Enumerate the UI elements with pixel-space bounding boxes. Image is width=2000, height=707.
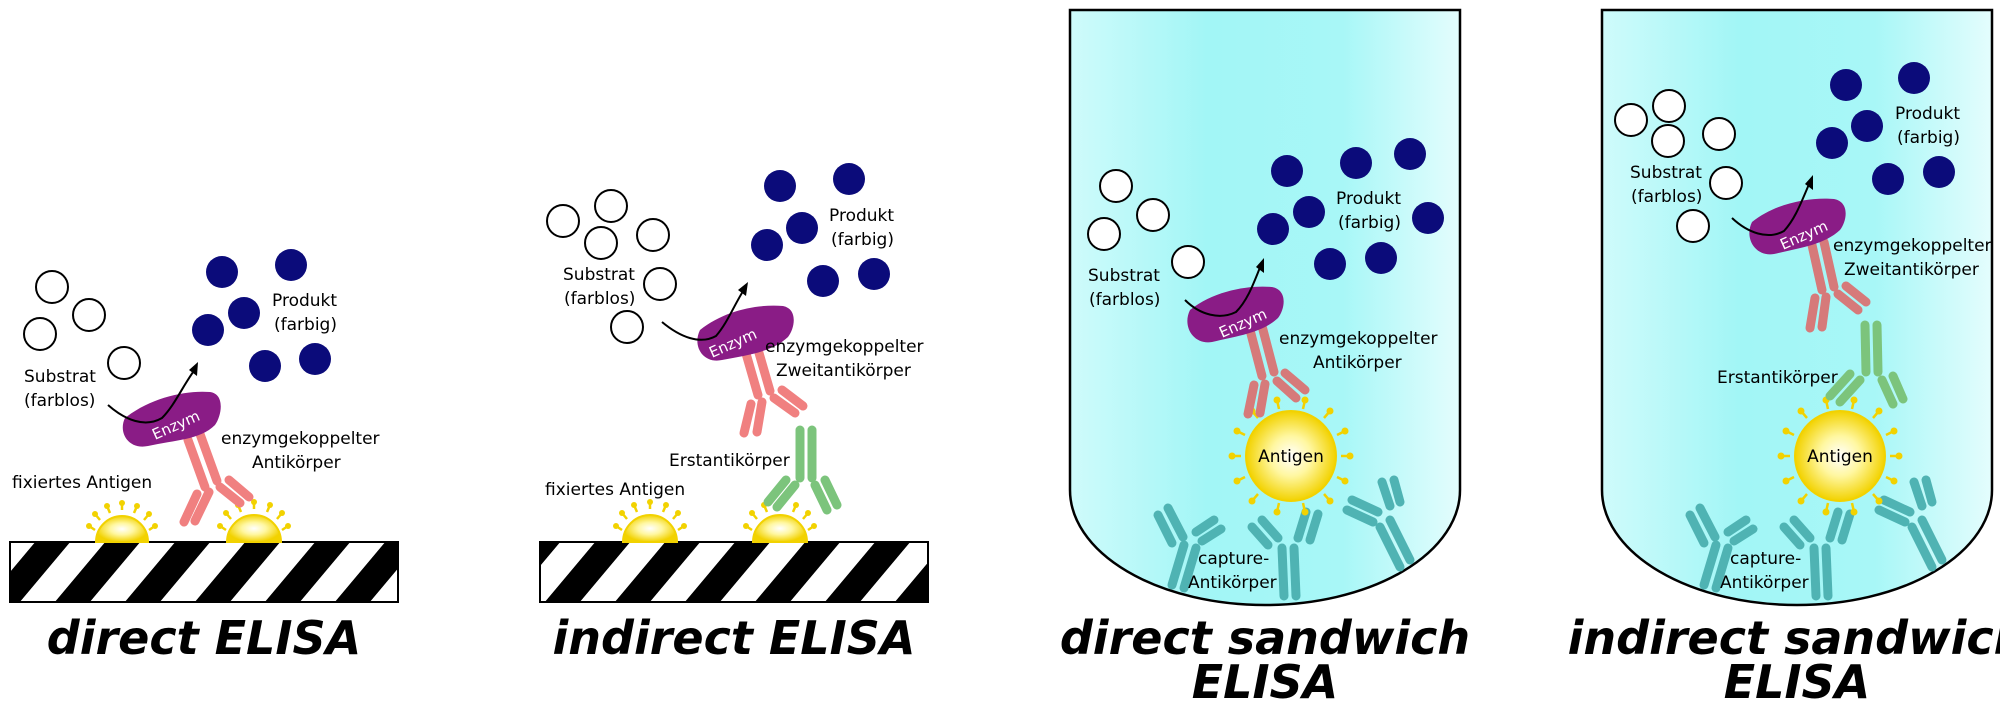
substrate-label: (farblos) [1089,290,1160,310]
product-molecules [1816,62,1955,195]
capture-antibodies [1153,475,1415,601]
fixed-antigen [743,499,817,543]
panel-indirect-elisa: Enzym Substrat (farblos) Produkt (farbig… [539,163,929,665]
product-label: Produkt [272,291,337,311]
antibody-label: enzymgekoppelter [1279,329,1438,349]
product-molecules [192,249,331,382]
substrate-molecules [1087,169,1205,279]
fixed-antigen [217,499,291,543]
secondary-antibody [1805,237,1871,333]
panel-title: indirect ELISA [553,611,916,665]
substrate-label: Substrat [1630,163,1702,183]
primary-antibody-label: Erstantikörper [1717,368,1838,388]
panel-title: direct sandwich [1060,611,1470,665]
antibody-label: Antikörper [1313,353,1402,373]
secondary-antibody [739,341,808,438]
reaction-arrow [107,367,197,424]
substrate-label: Substrat [563,265,635,285]
antibody-label: Zweitantikörper [1844,260,1979,280]
arrow-head [1805,175,1813,190]
substrate-molecules [23,270,141,380]
enzyme-linked-antibody [179,429,254,527]
panel-direct-elisa: Enzym Substrat (farblos) Produkt (farbig… [9,249,399,665]
panel-title: direct ELISA [47,611,361,665]
arrow-head [189,362,198,376]
antibody-label: enzymgekoppelter [1833,236,1992,256]
product-label: (farbig) [274,315,337,335]
arrow-head [738,282,748,296]
antigen-label: Antigen [1807,447,1873,467]
product-label: (farbig) [831,230,894,250]
primary-antibody-label: Erstantikörper [669,451,790,471]
substrate-molecules [546,189,677,344]
substrate-label: (farblos) [24,391,95,411]
panel-title: ELISA [1192,655,1339,707]
product-label: Produkt [1895,104,1960,124]
antibody-label: Zweitantikörper [776,361,911,381]
capture-label: capture- [1730,549,1801,569]
product-label: (farbig) [1897,128,1960,148]
plate-surface [9,541,399,603]
reaction-arrow [661,287,746,341]
primary-antibody [763,425,842,515]
enzyme-shape [122,391,221,447]
enzyme-shape [697,305,794,361]
antigen: Antigen [1777,396,1903,516]
capture-antibodies [1685,475,1947,601]
primary-antibody [1825,320,1908,409]
capture-label: capture- [1198,549,1269,569]
reaction-arrow [1184,264,1262,317]
substrate-label: (farblos) [1631,187,1702,207]
product-label: Produkt [829,206,894,226]
product-label: Produkt [1336,189,1401,209]
antigen-label: fixiertes Antigen [545,480,685,500]
substrate-label: Substrat [1088,266,1160,286]
enzyme-shape [1187,286,1284,343]
substrate-label: Substrat [24,367,96,387]
enzyme-linked-antibody [1243,321,1310,419]
product-label: (farbig) [1338,213,1401,233]
product-molecules [1257,138,1444,280]
fixed-antigen [613,499,687,543]
antigen: Antigen [1228,396,1354,516]
panel-indirect-sandwich-elisa: Antigen Enzym [1568,8,2000,707]
arrow-head [1256,258,1264,273]
product-molecules [751,163,890,297]
antibody-label: enzymgekoppelter [221,429,380,449]
antibody-label: enzymgekoppelter [765,337,924,357]
substrate-label: (farblos) [564,289,635,309]
fixed-antigen [86,500,158,543]
panel-direct-sandwich-elisa: Antigen Enzym Substrat (farblos) [1060,8,1470,707]
capture-label: Antikörper [1188,573,1277,593]
panel-title: indirect sandwich [1568,611,2000,665]
antigen-label: Antigen [1258,447,1324,467]
reaction-arrow [1731,181,1811,236]
panel-title: ELISA [1724,655,1871,707]
antibody-label: Antikörper [252,453,341,473]
enzyme-shape [1749,198,1846,255]
capture-label: Antikörper [1720,573,1809,593]
antigen-label: fixiertes Antigen [12,473,152,493]
substrate-molecules [1614,89,1743,243]
plate-surface [539,541,929,603]
